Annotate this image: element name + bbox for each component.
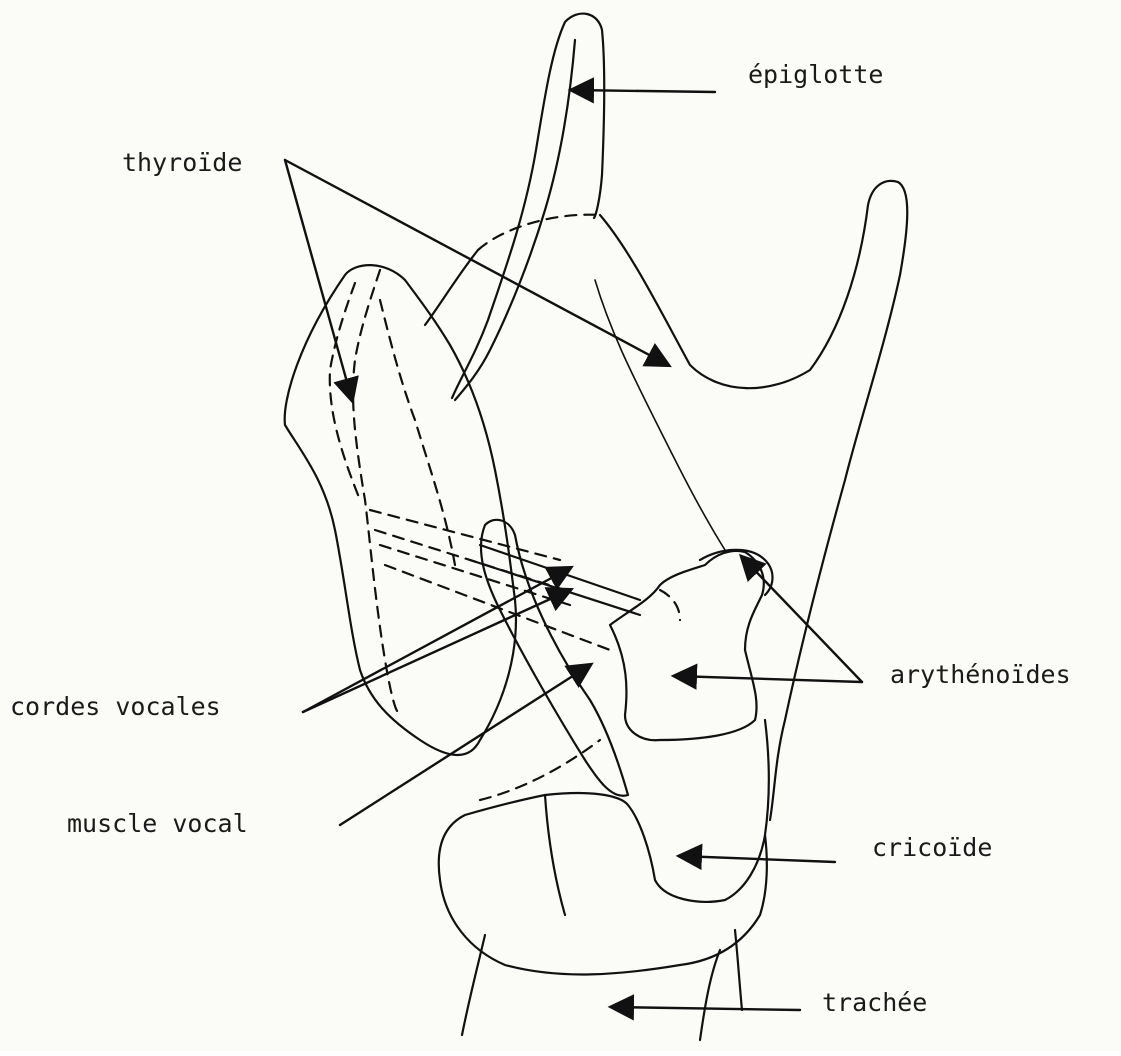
label-cricoide: cricoïde (872, 835, 992, 860)
vocal-muscle-shape (480, 520, 628, 800)
arythenoides-leader-1 (675, 676, 862, 682)
epiglotte-leader (572, 90, 715, 92)
arytenoid-cartilages (610, 550, 773, 740)
thyroide-leader-1 (285, 160, 668, 365)
trachea (462, 930, 742, 1040)
arythenoides-leader-2 (742, 557, 862, 682)
label-arythenoides: arythénoïdes (890, 662, 1071, 687)
muscle-vocal-leader (340, 665, 590, 825)
cordes-vocales-leader-2 (303, 590, 570, 712)
label-trachee: trachée (822, 990, 927, 1015)
epiglottis-shape (452, 14, 604, 400)
cricoid-cartilage (439, 720, 769, 974)
label-epiglotte: épiglotte (748, 62, 883, 87)
cordes-vocales-leader-1 (303, 568, 570, 712)
label-cordes-vocales: cordes vocales (10, 694, 221, 719)
label-muscle-vocal: muscle vocal (67, 811, 248, 836)
label-thyroide: thyroïde (122, 150, 242, 175)
trachee-leader (612, 1007, 800, 1010)
